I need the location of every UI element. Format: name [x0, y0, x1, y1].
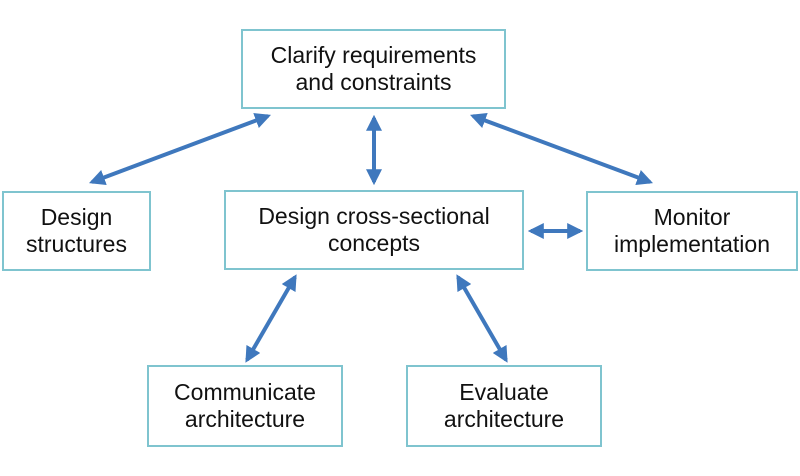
node-clarify-requirements: Clarify requirements and constraints — [241, 29, 506, 109]
node-label-line: Monitor — [653, 204, 731, 230]
node-label: Design cross-sectional concepts — [258, 203, 489, 257]
arrow-cross-sectional-communicate — [245, 274, 297, 363]
node-label-line: Communicate — [174, 379, 316, 405]
node-label-line: Design cross-sectional — [258, 203, 490, 229]
node-label-line: architecture — [184, 406, 306, 432]
node-label-line: architecture — [443, 406, 565, 432]
arrow-clarify-monitor — [470, 112, 653, 186]
node-label-line: implementation — [614, 231, 770, 257]
node-design-cross-sectional-concepts: Design cross-sectional concepts — [224, 190, 524, 270]
arrow-clarify-design-structures — [89, 113, 271, 185]
node-label-line: concepts — [327, 230, 421, 256]
node-label-line: Evaluate — [459, 379, 549, 405]
node-label: Clarify requirements and constraints — [271, 42, 477, 96]
node-label-line: structures — [26, 231, 127, 257]
node-label-line: Design — [40, 204, 113, 230]
node-monitor-implementation: Monitor implementation — [586, 191, 798, 271]
node-label-line: and constraints — [295, 69, 452, 95]
node-label: Evaluate architecture — [444, 379, 564, 433]
node-design-structures: Design structures — [2, 191, 151, 271]
node-communicate-architecture: Communicate architecture — [147, 365, 343, 447]
node-label: Communicate architecture — [174, 379, 316, 433]
node-label-line: Clarify requirements — [270, 42, 477, 68]
arrow-cross-sectional-evaluate — [456, 274, 508, 363]
node-label: Design structures — [26, 204, 127, 258]
node-label: Monitor implementation — [614, 204, 770, 258]
node-evaluate-architecture: Evaluate architecture — [406, 365, 602, 447]
